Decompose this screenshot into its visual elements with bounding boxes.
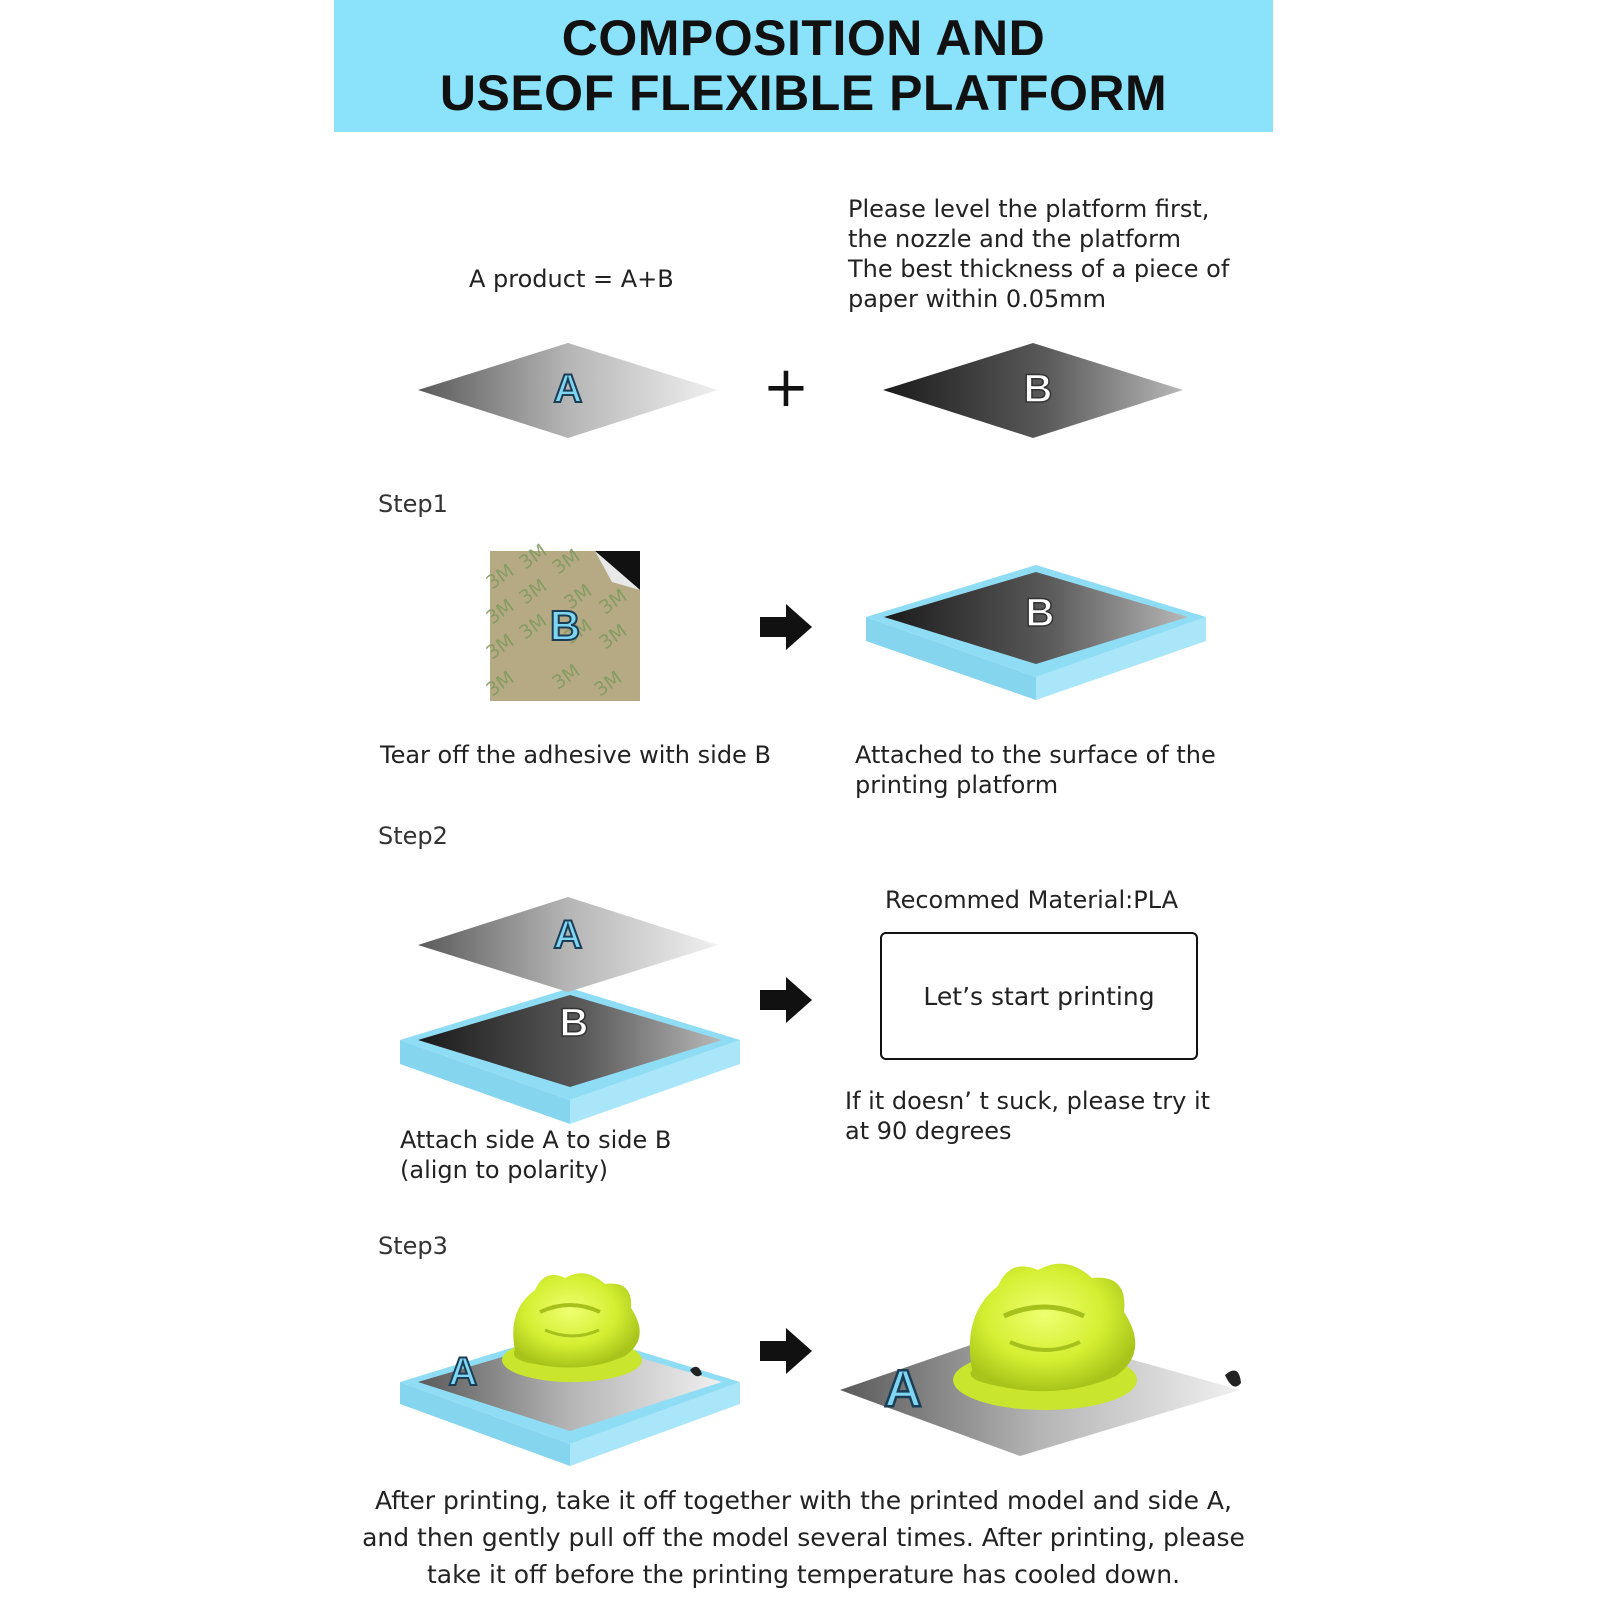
step2-right-caption-line: If it doesn’ t suck, please try it [845, 1087, 1211, 1115]
step3-caption: After printing, take it off together wit… [334, 1482, 1273, 1593]
step2-right-caption-line: at 90 degrees [845, 1117, 1012, 1145]
plus-sign: + [763, 355, 810, 420]
step2-left-caption: Attach side A to side B (align to polari… [400, 1125, 671, 1185]
step2-left-caption-line: Attach side A to side B [400, 1126, 672, 1154]
level-note-line: the nozzle and the platform [848, 225, 1181, 253]
stacked-a-letter: A [554, 913, 583, 957]
step2-left-caption-line: (align to polarity) [400, 1156, 609, 1184]
adhesive-sticker-illustration: 3M 3M 3M 3M 3M 3M 3M 3M 3M 3M 3M 3M 3M 3… [482, 540, 640, 701]
header-title-line1: COMPOSITION AND [561, 10, 1046, 66]
step1-right-caption: Attached to the surface of the printing … [855, 740, 1216, 800]
sheet-a-illustration [418, 343, 718, 438]
step3-caption-line: and then gently pull off the model sever… [362, 1523, 1245, 1552]
sheet-a-with-model-illustration: A [840, 1263, 1241, 1456]
step3-title: Step3 [378, 1232, 448, 1260]
step3-right-letter: A [884, 1360, 922, 1418]
step1-title: Step1 [378, 490, 448, 518]
recommended-material-label: Recommed Material:PLA [885, 886, 1179, 914]
step1-right-caption-line: Attached to the surface of the [855, 741, 1216, 769]
sheet-a-letter: A [554, 367, 583, 411]
printed-model-on-platform-illustration: A [400, 1273, 740, 1466]
level-note-line: The best thickness of a piece of [848, 255, 1230, 283]
stacked-a-on-b-illustration: B A [400, 897, 740, 1124]
header-banner: COMPOSITION AND USEOF FLEXIBLE PLATFORM [334, 0, 1273, 132]
step1-left-caption: Tear off the adhesive with side B [380, 741, 771, 769]
step3-caption-line: take it off before the printing temperat… [426, 1560, 1181, 1589]
sheet-b-illustration [883, 343, 1183, 438]
header-title-line2: USEOF FLEXIBLE PLATFORM [439, 65, 1168, 121]
level-note: Please level the platform first, the noz… [848, 194, 1229, 314]
level-note-line: Please level the platform first, [848, 195, 1210, 223]
frog-model-icon [502, 1273, 642, 1382]
step3-left-letter: A [449, 1350, 478, 1394]
arrow-right-icon [760, 977, 812, 1023]
start-printing-text: Let’s start printing [923, 981, 1155, 1011]
sticker-letter: B [550, 602, 580, 649]
step1-right-caption-line: printing platform [855, 771, 1059, 799]
level-note-line: paper within 0.05mm [848, 285, 1107, 313]
sheet-b-letter: B [1024, 367, 1053, 411]
step2-right-caption: If it doesn’ t suck, please try it at 90… [845, 1086, 1210, 1146]
frog-model-icon [953, 1263, 1137, 1410]
arrow-right-icon [760, 1328, 812, 1374]
platform-b-letter: B [1026, 591, 1055, 635]
platform-b-illustration: B [866, 565, 1206, 700]
step3-caption-line: After printing, take it off together wit… [375, 1486, 1232, 1515]
stacked-b-letter: B [560, 1001, 589, 1045]
product-formula: A product = A+B [469, 265, 674, 293]
step2-title: Step2 [378, 822, 448, 850]
arrow-right-icon [760, 604, 812, 650]
start-printing-box: Let’s start printing [880, 932, 1198, 1060]
